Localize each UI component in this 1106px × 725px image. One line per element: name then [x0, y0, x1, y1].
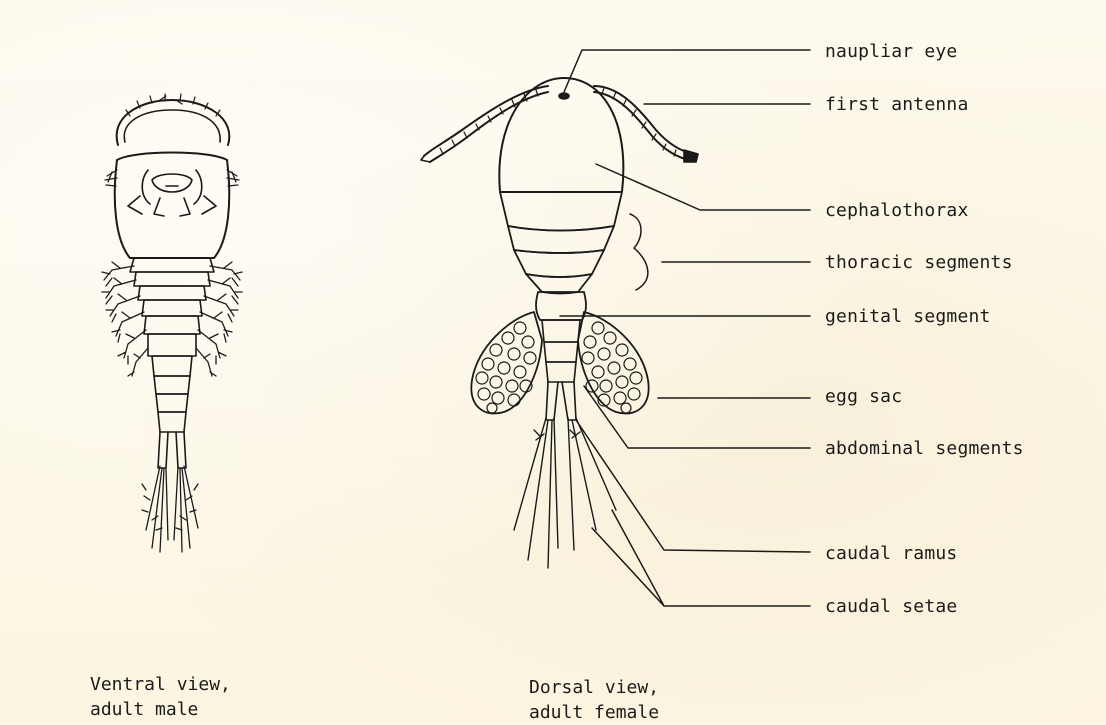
caption-ventral-view: Ventral view, adult male [90, 672, 231, 722]
caption-ventral-line-2: adult male [90, 697, 231, 722]
label-cephalothorax: cephalothorax [825, 201, 968, 221]
leader-abdominal-segments [584, 386, 810, 448]
caption-ventral-line-1: Ventral view, [90, 672, 231, 697]
label-abdominal-segments: abdominal segments [825, 439, 1024, 459]
caption-dorsal-view: Dorsal view, adult female [529, 675, 659, 725]
leader-lines [560, 50, 810, 606]
label-egg-sac: egg sac [825, 387, 902, 407]
leader-caudal-ramus [576, 420, 810, 552]
leader-caudal-setae [592, 510, 810, 606]
label-caudal-ramus: caudal ramus [825, 544, 957, 564]
caption-dorsal-line-1: Dorsal view, [529, 675, 659, 700]
leader-cephalothorax [596, 164, 810, 210]
male-copepod-illustration [102, 94, 242, 552]
label-genital-segment: genital segment [825, 307, 991, 327]
label-naupliar-eye: naupliar eye [825, 42, 957, 62]
label-caudal-setae: caudal setae [825, 597, 957, 617]
label-first-antenna: first antenna [825, 95, 968, 115]
label-thoracic-segments: thoracic segments [825, 253, 1013, 273]
caption-dorsal-line-2: adult female [529, 700, 659, 725]
thoracic-bracket [630, 214, 648, 290]
female-copepod-illustration [421, 78, 698, 568]
